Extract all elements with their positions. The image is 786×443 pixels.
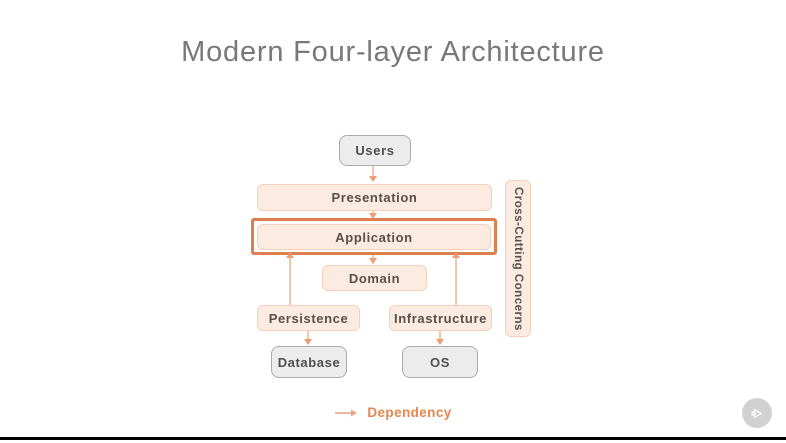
- edge-infrastructure-application: [455, 258, 457, 305]
- arrowhead-down-icon: [369, 258, 377, 264]
- node-database: Database: [271, 346, 347, 378]
- arrowhead-down-icon: [369, 176, 377, 182]
- edge-infrastructure-os: [439, 331, 441, 340]
- arrow-right-icon: [335, 409, 358, 416]
- application-highlight-rect: [251, 218, 497, 255]
- arrowhead-up-icon: [286, 252, 294, 258]
- edge-persistence-application: [289, 258, 291, 305]
- bottom-divider-bar: [0, 437, 786, 440]
- edge-application-domain: [372, 255, 374, 259]
- arrowhead-up-icon: [452, 252, 460, 258]
- node-users: Users: [339, 135, 411, 166]
- legend: Dependency: [0, 405, 786, 420]
- page-title: Modern Four-layer Architecture: [181, 36, 605, 68]
- legend-label: Dependency: [367, 405, 452, 420]
- arrowhead-down-icon: [369, 213, 377, 219]
- skip-next-button[interactable]: [742, 398, 772, 428]
- node-domain: Domain: [322, 265, 427, 291]
- edge-presentation-application: [372, 211, 374, 214]
- skip-next-icon: [751, 408, 762, 418]
- edge-persistence-database: [307, 331, 309, 340]
- node-presentation: Presentation: [257, 184, 492, 211]
- node-os: OS: [402, 346, 478, 378]
- node-infrastructure: Infrastructure: [389, 305, 492, 331]
- node-persistence: Persistence: [257, 305, 360, 331]
- node-application: Application: [257, 224, 491, 250]
- arrowhead-down-icon: [304, 339, 312, 345]
- node-cross-cutting-concerns: Cross-Cutting Concerns: [505, 180, 531, 337]
- arrowhead-down-icon: [436, 339, 444, 345]
- cross-cutting-label: Cross-Cutting Concerns: [512, 186, 524, 331]
- edge-users-presentation: [372, 166, 374, 176]
